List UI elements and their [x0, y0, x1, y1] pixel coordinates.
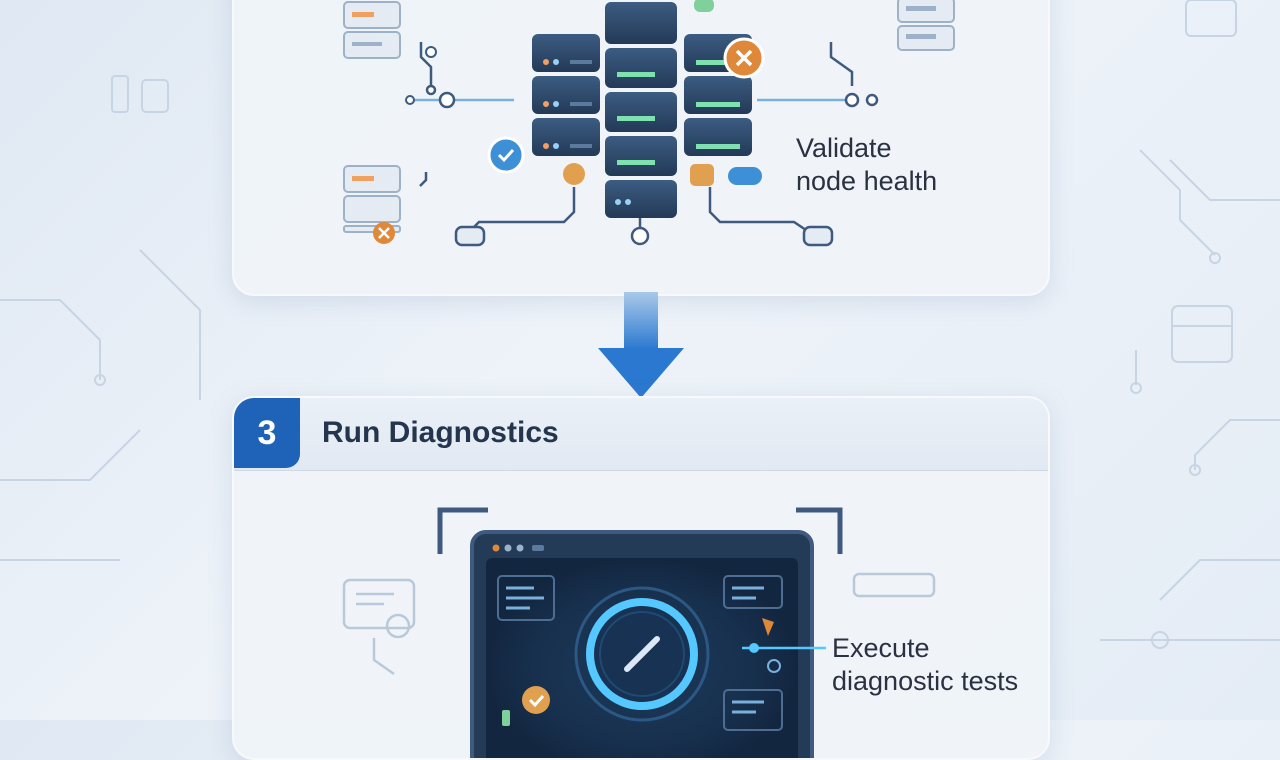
- step-header: 3 Run Diagnostics: [234, 398, 1048, 471]
- check-circle-icon: [487, 136, 525, 174]
- background-circuit: [0, 0, 1280, 649]
- bracket-icon: [437, 507, 488, 554]
- error-x-icon: [723, 37, 765, 79]
- check-mark-icon: [624, 636, 660, 672]
- step-number-badge: 3: [234, 398, 300, 468]
- bracket-icon: [796, 507, 843, 554]
- terminal-node: [630, 226, 650, 246]
- server-left: [532, 34, 600, 156]
- warning-chip-icon: [690, 164, 714, 186]
- node-bottom-left: [343, 165, 401, 233]
- flow-down-arrow-icon: [598, 292, 684, 398]
- node-top-right: [897, 0, 955, 51]
- server-center: [605, 2, 677, 218]
- toggle-icon: [728, 167, 762, 185]
- server-rack-illustration: [343, 0, 955, 247]
- diagnostics-monitor-illustration: [342, 507, 936, 758]
- check-badge-icon: [522, 686, 550, 714]
- step-caption: Validate node health: [796, 133, 938, 196]
- step-validate-card: Validate node health: [232, 0, 1050, 296]
- terminal-node: [802, 225, 834, 247]
- step-caption: Execute diagnostic tests: [832, 633, 1019, 696]
- step-diagnostics-card: 3 Run Diagnostics: [232, 396, 1050, 760]
- terminal-node: [454, 225, 486, 247]
- step-title: Run Diagnostics: [322, 416, 559, 449]
- warning-flame-icon: [762, 618, 774, 636]
- warning-dot-icon: [563, 163, 585, 185]
- node-top-left: [343, 1, 401, 59]
